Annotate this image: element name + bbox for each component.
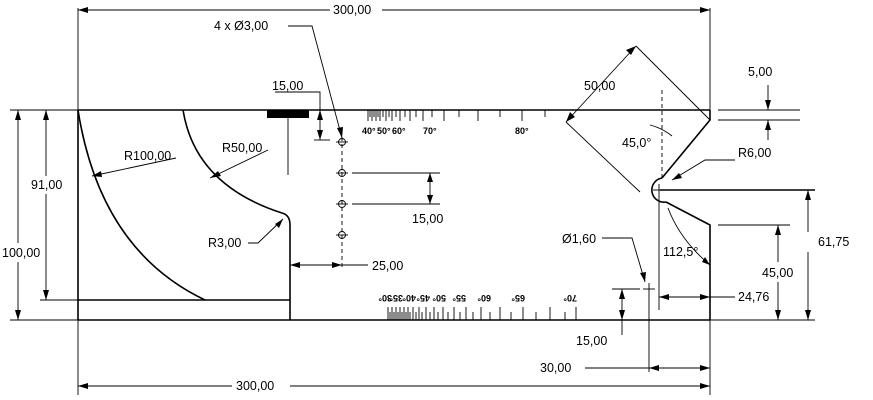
holes-group: [336, 130, 665, 295]
top-scale-label-50: 50°: [377, 126, 391, 136]
top-scale-label-60: 60°: [392, 126, 406, 136]
bottom-scale-label-35: 35°: [389, 293, 403, 303]
dim-hole-spacing: 15,00: [412, 212, 443, 226]
dim-bottom-width: 300,00: [236, 379, 274, 393]
bottom-scale-label-45: 45°: [416, 293, 430, 303]
dimension-lines: [10, 7, 815, 395]
dim-bottom-30: 30,00: [540, 361, 571, 375]
dim-left-height-100: 100,00: [2, 246, 40, 260]
bottom-scale-label-30: 30°: [378, 293, 392, 303]
dim-left-height-91: 91,00: [31, 178, 62, 192]
bottom-scale-label-60: 60°: [477, 293, 491, 303]
bottom-angle-scale: 30° 35° 40° 45° 50° 55° 60° 65° 70°: [378, 293, 577, 320]
dim-holes: 4 x Ø3,00: [214, 19, 268, 33]
dim-height-45: 45,00: [762, 266, 793, 280]
dim-offset-2476: 24,76: [738, 290, 769, 304]
dim-height-6175: 61,75: [818, 235, 849, 249]
top-scale-label-40: 40°: [362, 126, 376, 136]
bottom-scale-label-40: 40°: [402, 293, 416, 303]
dim-hole-offset: 25,00: [372, 259, 403, 273]
bottom-scale-label-50: 50°: [432, 293, 446, 303]
bottom-scale-label-65: 65°: [511, 293, 525, 303]
dim-angle-112: 112,5°: [663, 245, 698, 259]
top-scale-label-80: 80°: [515, 126, 529, 136]
dim-top-width: 300,00: [333, 3, 371, 17]
dim-r3: R3,00: [208, 236, 241, 250]
top-scale-label-70: 70°: [423, 126, 437, 136]
dim-v-depth: 5,00: [748, 65, 772, 79]
dim-v-side: 50,00: [584, 79, 615, 93]
top-angle-scale: 40° 50° 60° 70° 80°: [267, 110, 546, 136]
dim-bottom-15: 15,00: [576, 334, 607, 348]
dim-v-angle: 45,0°: [622, 136, 651, 150]
dimension-labels: 300,00 300,00 4 x Ø3,00 15,00 R100,00 R5…: [2, 3, 849, 393]
dim-d16: Ø1,60: [562, 232, 596, 246]
bottom-scale-label-55: 55°: [452, 293, 466, 303]
bottom-scale-label-70: 70°: [563, 293, 577, 303]
dim-r100: R100,00: [124, 149, 171, 163]
dim-top-notch-depth: 15,00: [272, 79, 303, 93]
dim-r50: R50,00: [222, 141, 262, 155]
gauge-outline: [77, 109, 815, 321]
hole-small: [643, 283, 655, 295]
dim-r6: R6,00: [738, 146, 771, 160]
